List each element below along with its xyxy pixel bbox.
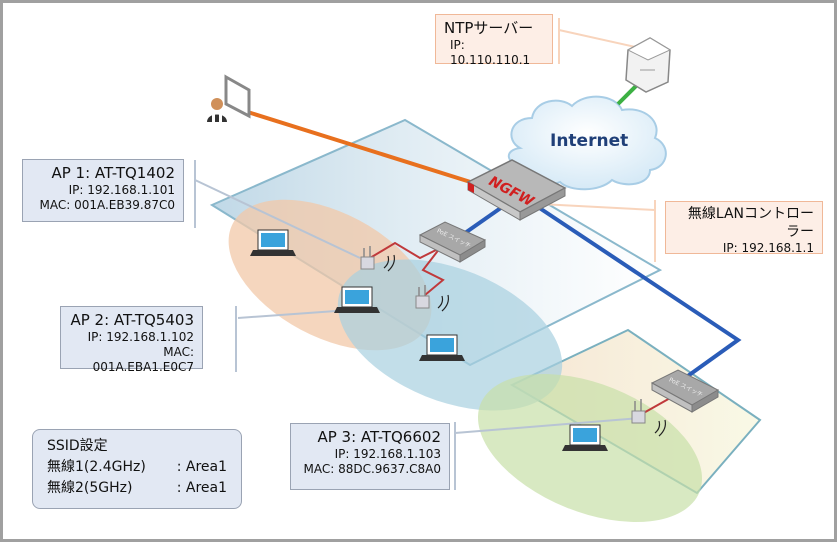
laptop-4 (562, 424, 608, 451)
ap2-ip: IP: 192.168.1.102 (87, 329, 194, 344)
ssid-radio2-value: : Area1 (176, 480, 227, 496)
laptop-2 (334, 286, 380, 313)
ssid-radio1-value: : Area1 (176, 459, 227, 475)
ap1-title: AP 1: AT-TQ1402 (51, 164, 175, 182)
ssid-radio1-name: 無線1(2.4GHz) (47, 459, 146, 475)
ap3-title: AP 3: AT-TQ6602 (317, 428, 441, 446)
leader-line-ap3 (454, 417, 641, 434)
ap2-title: AP 2: AT-TQ5403 (70, 311, 194, 329)
wlan-controller-title: 無線LANコントローラー (687, 206, 814, 240)
ap2-mac: MAC: 001A.EBA1.E0C7 (92, 344, 194, 374)
poe-link-ap2 (421, 247, 445, 296)
ntp-server-title: NTPサーバー (444, 19, 534, 37)
ntp-server-device (625, 37, 672, 93)
laptop-3 (419, 334, 465, 361)
leader-line-ap2 (237, 309, 351, 319)
ssid-row-radio2: 無線2(5GHz) : Area1 (47, 478, 227, 499)
wifi-signal-icon (383, 254, 395, 272)
ngfw-device: NGFW (466, 159, 567, 221)
admin-user-icon (211, 98, 223, 110)
ap1-ip: IP: 192.168.1.101 (68, 182, 175, 197)
leader-line-ap1 (194, 179, 361, 259)
poe-switch-2: PoE スイッチ (650, 369, 720, 413)
poe-link-ap1 (369, 241, 441, 260)
ntp-server-ip: IP: 10.110.110.1 (450, 37, 531, 67)
lan-link-switch2 (533, 203, 742, 380)
ssid-settings-box: SSID設定 無線1(2.4GHz) : Area1 無線2(5GHz) : A… (32, 429, 242, 509)
leader-line-wlc (539, 203, 656, 211)
ap1-mac: MAC: 001A.EB39.87C0 (39, 197, 176, 212)
ssid-radio2-name: 無線2(5GHz) (47, 480, 133, 496)
ntp-server-callout: NTPサーバー IP: 10.110.110.1 (435, 14, 553, 67)
ap2-callout: AP 2: AT-TQ5403 IP: 192.168.1.102 MAC: 0… (60, 306, 203, 374)
access-point-ap1 (360, 246, 395, 272)
access-point-ap2 (415, 285, 449, 312)
ap3-mac: MAC: 88DC.9637.C8A0 (303, 461, 441, 476)
admin-terminal (207, 74, 251, 122)
ssid-settings-title: SSID設定 (47, 438, 108, 454)
leader-line-ntp (558, 29, 641, 49)
laptop-1 (250, 229, 296, 256)
access-point-ap3 (631, 399, 666, 437)
admin-link (234, 106, 481, 187)
internet-label: Internet (550, 131, 629, 151)
ssid-row-radio1: 無線1(2.4GHz) : Area1 (47, 457, 227, 478)
wlan-controller-callout: 無線LANコントローラー IP: 192.168.1.1 (665, 201, 823, 255)
ap3-callout: AP 3: AT-TQ6602 IP: 192.168.1.103 MAC: 8… (290, 423, 450, 490)
wlan-controller-ip: IP: 192.168.1.1 (722, 241, 814, 255)
ap3-ip: IP: 192.168.1.103 (334, 446, 441, 461)
poe-switch-1: PoE スイッチ (418, 221, 487, 263)
wifi-signal-icon (437, 294, 449, 312)
wifi-signal-icon (654, 419, 666, 437)
ap1-callout: AP 1: AT-TQ1402 IP: 192.168.1.101 MAC: 0… (22, 159, 184, 222)
